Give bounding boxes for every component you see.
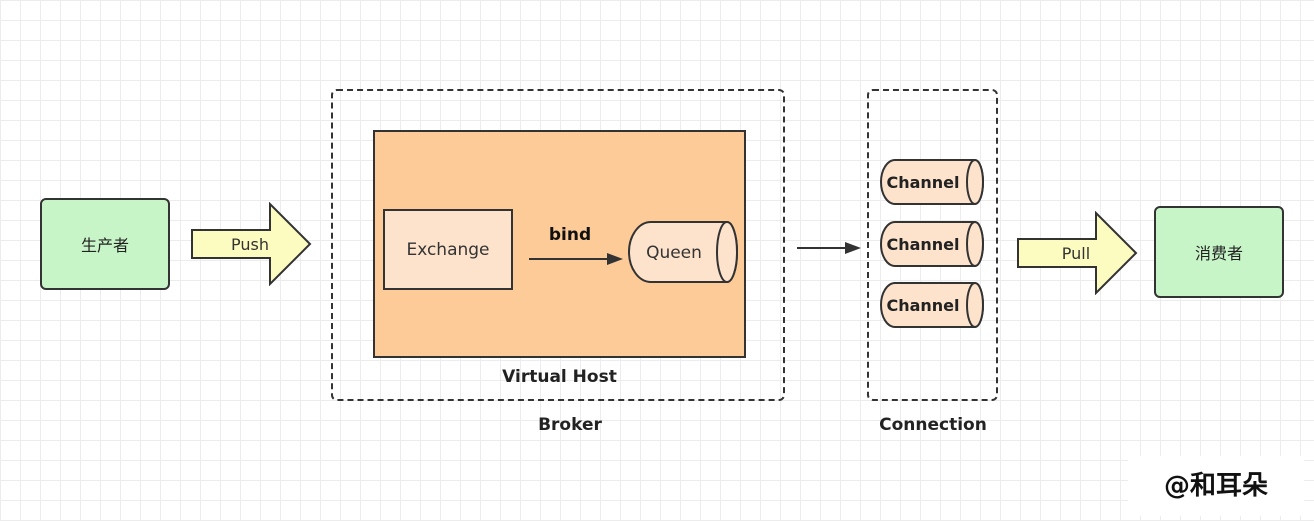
channel-label: Channel	[886, 173, 959, 192]
connection-label: Connection	[879, 415, 987, 435]
bind-arrow	[529, 253, 623, 265]
producer-node: 生产者	[40, 198, 170, 290]
push-arrow: Push	[191, 202, 312, 286]
broker-container	[331, 89, 785, 401]
channel-cylinder: Channel	[880, 159, 984, 205]
pull-arrow: Pull	[1017, 211, 1138, 295]
connection-container	[867, 89, 998, 401]
push-label: Push	[231, 235, 269, 254]
exchange-label: Exchange	[406, 239, 490, 260]
producer-label: 生产者	[80, 236, 129, 255]
consumer-node: 消费者	[1154, 206, 1284, 298]
channel-cylinder: Channel	[880, 282, 984, 328]
pull-label: Pull	[1062, 244, 1090, 263]
virtual-host-label: Virtual Host	[502, 367, 617, 387]
channel-cylinder: Channel	[880, 221, 984, 267]
channel-label: Channel	[886, 235, 959, 254]
watermark: @和耳朵	[1128, 456, 1304, 516]
exchange-box: Exchange	[383, 209, 513, 290]
queue-label: Queen	[646, 243, 702, 263]
broker-label: Broker	[538, 415, 602, 435]
consumer-label: 消费者	[1194, 244, 1243, 263]
bind-label: bind	[548, 225, 592, 245]
queue-cylinder: Queen	[628, 221, 738, 283]
broker-to-connection-arrow	[797, 242, 861, 254]
channel-label: Channel	[886, 296, 959, 315]
